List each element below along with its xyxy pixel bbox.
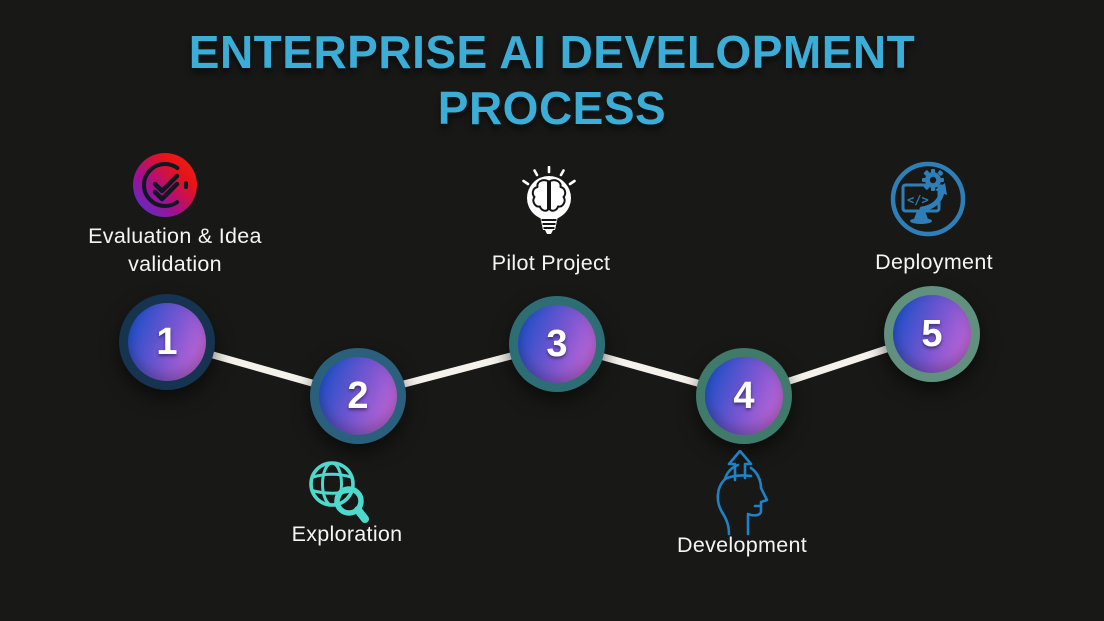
deploy-monitor-gear-icon: </> bbox=[888, 159, 968, 239]
page-title-line1: ENTERPRISE AI DEVELOPMENT bbox=[188, 26, 916, 78]
globe-search-icon bbox=[304, 458, 370, 524]
step-circle-1: 1 bbox=[119, 294, 215, 390]
step-label-evaluation: Evaluation & Idea validation bbox=[88, 224, 262, 276]
step-number-2: 2 bbox=[319, 357, 397, 435]
step-number-5: 5 bbox=[893, 295, 971, 373]
page-title-line2: PROCESS bbox=[437, 82, 667, 134]
step-circle-3: 3 bbox=[509, 296, 605, 392]
step-circle-4: 4 bbox=[696, 348, 792, 444]
step-circle-5: 5 bbox=[884, 286, 980, 382]
validation-badge-icon bbox=[131, 151, 199, 219]
step-number-3: 3 bbox=[518, 305, 596, 383]
step-label-pilot-project: Pilot Project bbox=[491, 251, 611, 275]
step-number-1: 1 bbox=[128, 303, 206, 381]
step-circle-2: 2 bbox=[310, 348, 406, 444]
page-title: ENTERPRISE AI DEVELOPMENT PROCESS bbox=[0, 24, 1104, 136]
step-label-exploration: Exploration bbox=[291, 522, 403, 546]
svg-text:</>: </> bbox=[907, 193, 929, 207]
lightbulb-brain-icon bbox=[517, 165, 581, 248]
step-label-deployment: Deployment bbox=[875, 250, 993, 274]
head-arrow-icon bbox=[705, 449, 773, 536]
step-number-4: 4 bbox=[705, 357, 783, 435]
step-label-development: Development bbox=[677, 533, 807, 557]
